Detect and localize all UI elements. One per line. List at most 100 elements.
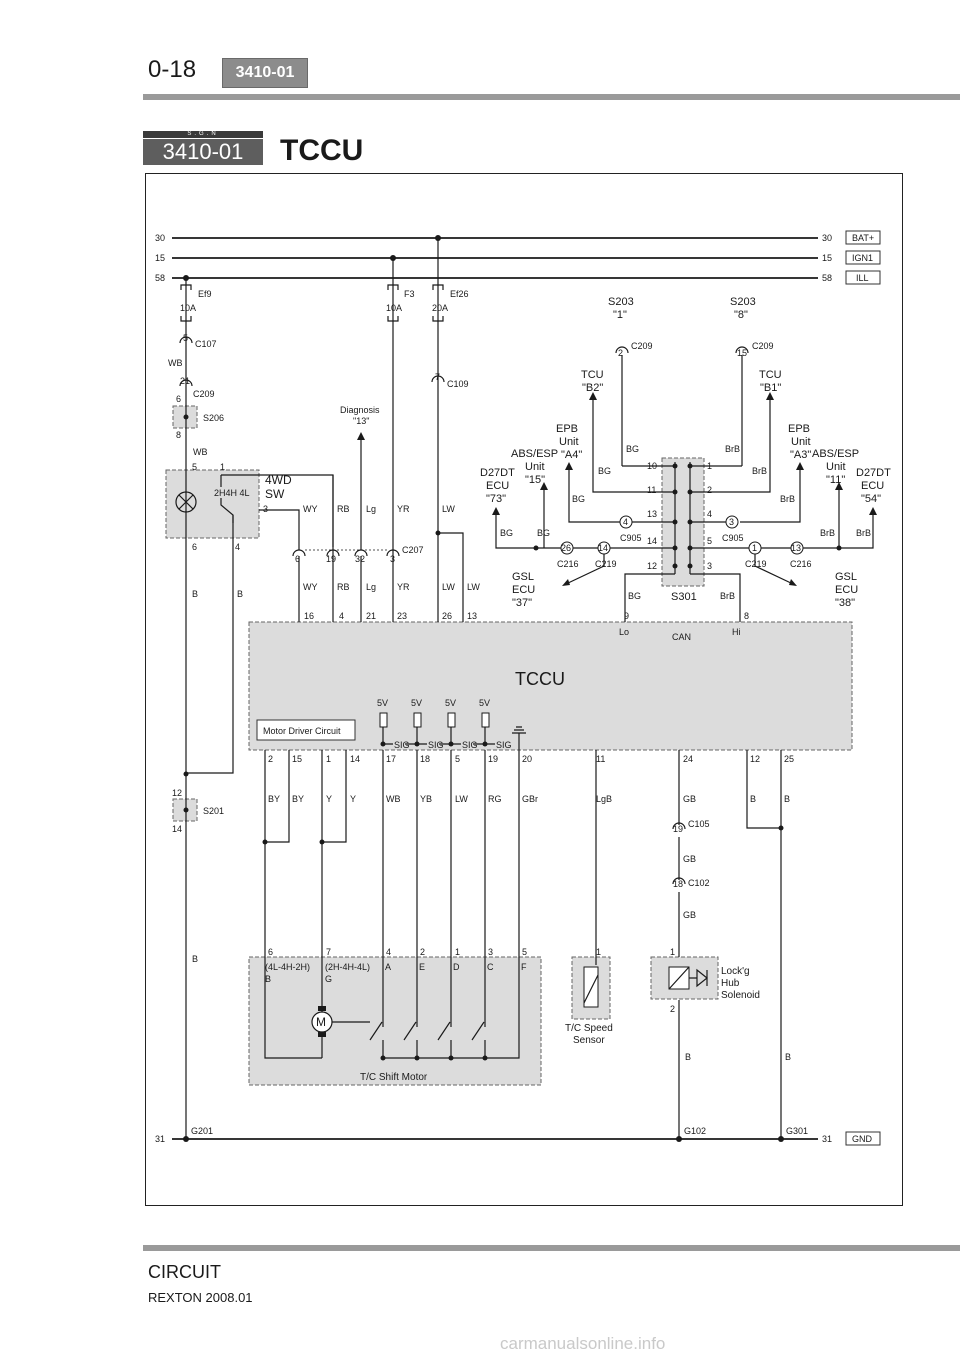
s203-right-pin: "8" — [734, 309, 748, 321]
diagnosis-pin: "13" — [353, 416, 369, 426]
motor-letter-d: D — [453, 962, 460, 972]
sw-pin-6: 6 — [192, 542, 197, 552]
wire-bg-3: BG — [572, 494, 585, 504]
wire-gb-1: GB — [683, 794, 696, 804]
sw-pin-4: 4 — [235, 542, 240, 552]
tccu-bpin-25: 25 — [784, 754, 794, 764]
wire-y-1: Y — [326, 794, 332, 804]
wire-brb-3: BrB — [780, 494, 795, 504]
wire-bg-6: BG — [628, 591, 641, 601]
tccu-pin-23: 23 — [397, 611, 407, 621]
page-number: 0-18 — [148, 56, 197, 83]
s301-pin-11: 11 — [647, 485, 656, 495]
c216-right-pin: 13 — [791, 543, 801, 553]
speed-sensor-pin: 1 — [596, 947, 601, 957]
svg-text:20A: 20A — [432, 303, 448, 313]
epb-right-label: EPB — [788, 423, 810, 435]
s203-left-pin: "1" — [613, 309, 627, 321]
rail-30-right: 30 — [822, 233, 832, 243]
svg-text:5V: 5V — [479, 698, 490, 708]
svg-text:5V: 5V — [445, 698, 456, 708]
c216-right-label: C216 — [790, 559, 812, 569]
tccu-module-label: TCCU — [515, 669, 565, 689]
motor-letter-b: B — [265, 974, 271, 984]
c207-pin-19: 19 — [326, 554, 336, 564]
epb-left-label: EPB — [556, 423, 578, 435]
c105-label: C105 — [688, 819, 710, 829]
c219-right-label: C219 — [745, 559, 767, 569]
c102-pin: 18 — [673, 879, 683, 889]
s301-pin-14: 14 — [647, 536, 657, 546]
wire-lgb: LgB — [596, 794, 612, 804]
abs-left-pin: "15" — [525, 474, 545, 486]
wire-brb-2: BrB — [752, 466, 767, 476]
footer-rule — [143, 1245, 960, 1251]
tccu-bpin-1: 1 — [326, 754, 331, 764]
hub-pin-2: 2 — [670, 1004, 675, 1014]
s301-pin-1: 1 — [707, 461, 712, 471]
c216-left-label: C216 — [557, 559, 579, 569]
wire-by-2: BY — [292, 794, 304, 804]
rail-31-left: 31 — [155, 1134, 165, 1144]
wire-bg-1: BG — [626, 444, 639, 454]
wire-yb: YB — [420, 794, 432, 804]
c905-right-label: C905 — [722, 533, 744, 543]
ign1-label: IGN1 — [852, 253, 873, 263]
motor-letter-e: E — [419, 962, 425, 972]
wire-brb-6: BrB — [720, 591, 735, 601]
wire-by-1: BY — [268, 794, 280, 804]
motor-pin-2: 2 — [420, 947, 425, 957]
c216-left-pin: 26 — [561, 543, 571, 553]
svg-text:SIG: SIG — [462, 740, 478, 750]
hub-label-3: Solenoid — [721, 990, 760, 1001]
epb-right-unit: Unit — [791, 436, 811, 448]
wire-rb-1: RB — [337, 504, 350, 514]
wire-b-5: B — [784, 794, 790, 804]
c207-pin-32: 32 — [355, 554, 365, 564]
wire-b-4: B — [750, 794, 756, 804]
tccu-bpin-12: 12 — [750, 754, 760, 764]
tcu-b1-pin: "B1" — [760, 382, 781, 394]
wire-y-2: Y — [350, 794, 356, 804]
s203-left: S203 — [608, 296, 634, 308]
wire-b-7: B — [785, 1052, 791, 1062]
bat-label: BAT+ — [852, 233, 874, 243]
speed-sensor-label: T/C Speed — [565, 1023, 613, 1034]
tccu-bpin-17: 17 — [386, 754, 396, 764]
wire-lg-1: Lg — [366, 504, 376, 514]
wire-lg-2: Lg — [366, 582, 376, 592]
diagram-code-badge: 3410-01 — [143, 139, 263, 165]
wire-bg-4: BG — [500, 528, 513, 538]
c102-label: C102 — [688, 878, 710, 888]
d27dt-right-pin: "54" — [861, 493, 881, 505]
svg-text:SIG: SIG — [428, 740, 444, 750]
c207-pin-6: 6 — [295, 554, 300, 564]
diagnosis-label: Diagnosis — [340, 405, 380, 415]
s206-top-pin: 6 — [176, 394, 181, 404]
abs-right-label: ABS/ESP — [812, 448, 859, 460]
ill-label: ILL — [856, 273, 869, 283]
epb-right-pin: "A3" — [790, 449, 811, 461]
rail-58-right: 58 — [822, 273, 832, 283]
s206-bottom-pin: 8 — [176, 430, 181, 440]
svg-text:5V: 5V — [377, 698, 388, 708]
s201-bottom-pin: 14 — [172, 824, 182, 834]
tccu-pin-8: 8 — [744, 611, 749, 621]
c905-left-label: C905 — [620, 533, 642, 543]
tccu-bpin-20: 20 — [522, 754, 532, 764]
s301-pin-2: 2 — [707, 485, 712, 495]
wire-b-6: B — [685, 1052, 691, 1062]
c209-s203a-pin: 2 — [618, 348, 623, 358]
motor-pin-4: 4 — [386, 947, 391, 957]
footer-model-date: REXTON 2008.01 — [148, 1290, 253, 1305]
c209-s203b-pin: 15 — [737, 348, 747, 358]
wire-gbr: GBr — [522, 794, 538, 804]
diagram-frame — [145, 173, 903, 1206]
d27dt-left-pin: "73" — [486, 493, 506, 505]
svg-text:Ef9: Ef9 — [198, 289, 212, 299]
fuse-ef9: Ef9 10A — [180, 284, 212, 322]
wire-wb-2: WB — [193, 447, 208, 457]
fuse-f3: F3 10A — [386, 284, 415, 322]
tcu-b2-label: TCU — [581, 369, 604, 381]
c207-label: C207 — [402, 545, 424, 555]
